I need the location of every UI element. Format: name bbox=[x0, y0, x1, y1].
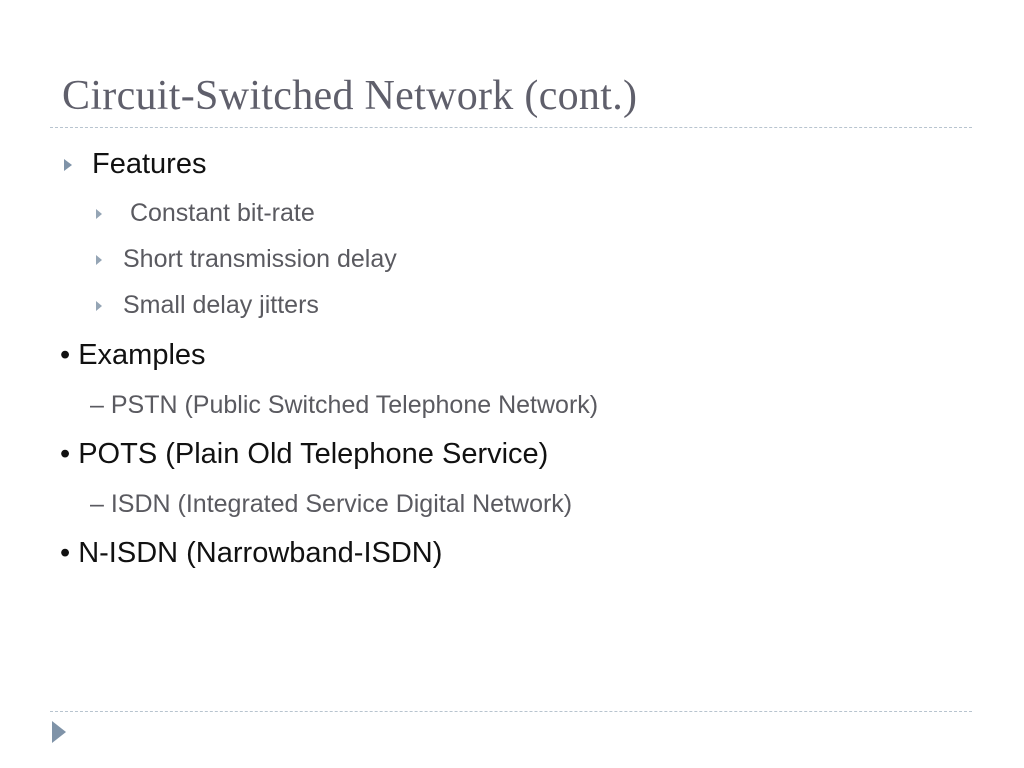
nisdn-line: • N-ISDN (Narrowband-ISDN) bbox=[60, 537, 443, 569]
triangle-bullet-icon bbox=[96, 254, 102, 265]
features-item: Features bbox=[64, 148, 206, 181]
triangle-bullet-icon bbox=[64, 158, 72, 171]
feature-item: Short transmission delay bbox=[96, 245, 397, 274]
pstn-line: – PSTN (Public Switched Telephone Networ… bbox=[90, 391, 599, 419]
isdn-line: – ISDN (Integrated Service Digital Netwo… bbox=[90, 490, 573, 518]
feature-item: Small delay jitters bbox=[96, 291, 319, 320]
feature-item: Constant bit-rate bbox=[96, 199, 315, 228]
feature-item-label: Constant bit-rate bbox=[123, 199, 315, 227]
feature-item-label: Small delay jitters bbox=[123, 291, 319, 319]
triangle-bullet-icon bbox=[96, 208, 102, 219]
pots-line: • POTS (Plain Old Telephone Service) bbox=[60, 438, 549, 470]
features-heading: Features bbox=[92, 148, 207, 180]
next-slide-arrow-icon[interactable] bbox=[52, 721, 66, 743]
title-divider bbox=[50, 127, 972, 128]
footer-divider bbox=[50, 711, 972, 712]
triangle-bullet-icon bbox=[96, 300, 102, 311]
examples-heading: • Examples bbox=[60, 339, 206, 371]
slide-title: Circuit-Switched Network (cont.) bbox=[62, 73, 638, 119]
feature-item-label: Short transmission delay bbox=[123, 245, 397, 273]
